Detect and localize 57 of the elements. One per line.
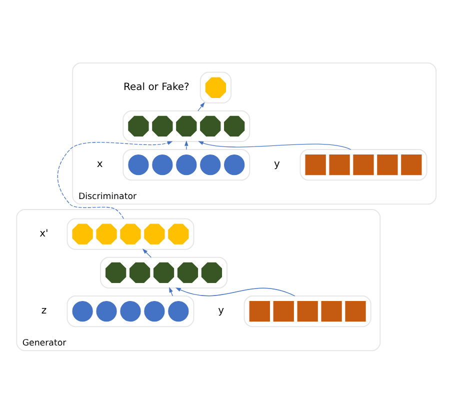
node-box — [321, 300, 342, 322]
node-octagon — [153, 262, 174, 283]
node-octagon — [96, 223, 117, 244]
arrow — [198, 102, 205, 111]
node-circle — [200, 154, 221, 175]
node-octagon — [128, 115, 149, 136]
node-octagon — [177, 262, 198, 283]
node-octagon — [168, 223, 189, 244]
arrow — [198, 140, 352, 150]
node-octagon — [72, 223, 93, 244]
arrow — [176, 287, 296, 296]
node-box — [305, 154, 326, 175]
cluster — [122, 110, 250, 142]
cluster — [66, 295, 194, 327]
node-circle — [72, 300, 93, 322]
node-octagon — [106, 262, 126, 283]
node-octagon — [129, 262, 150, 283]
arrow — [169, 286, 173, 296]
node-box — [329, 154, 350, 175]
arrow — [142, 248, 152, 258]
node-box — [297, 300, 318, 322]
node-box — [273, 300, 294, 322]
node-octagon — [144, 223, 165, 244]
node-box — [249, 300, 270, 322]
node-octagon — [201, 262, 222, 283]
node-circle — [144, 300, 165, 322]
node-circle — [128, 154, 149, 175]
node-octagon — [205, 76, 226, 98]
cluster — [300, 148, 428, 180]
node-box — [353, 154, 374, 175]
node-label: Real or Fake? — [124, 81, 190, 92]
node-circle — [176, 154, 197, 175]
arrow — [57, 140, 173, 219]
node-octagon — [224, 115, 245, 136]
cluster — [66, 218, 194, 250]
node-box — [377, 154, 398, 175]
cluster — [244, 295, 372, 327]
node-octagon — [200, 115, 221, 136]
node-circle — [224, 154, 245, 175]
node-circle — [120, 300, 141, 322]
node-box — [345, 300, 366, 322]
node-octagon — [120, 223, 141, 244]
cluster — [122, 148, 250, 180]
node-label: y — [274, 158, 280, 170]
cluster — [200, 71, 232, 103]
node-octagon — [152, 115, 173, 136]
arrow — [184, 140, 188, 150]
node-label: z — [41, 305, 47, 316]
node-box — [401, 154, 422, 175]
node-circle — [96, 300, 117, 322]
cluster — [100, 256, 228, 288]
node-label: x — [96, 158, 103, 170]
node-circle — [152, 154, 173, 175]
node-octagon — [176, 115, 197, 136]
node-circle — [168, 300, 189, 322]
node-label: y — [218, 305, 224, 316]
node-label: x' — [40, 228, 48, 239]
